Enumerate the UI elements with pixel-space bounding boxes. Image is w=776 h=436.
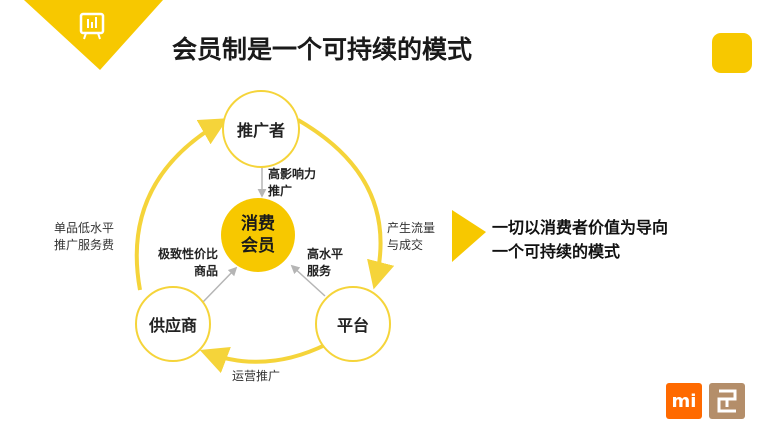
label-platform-to-supplier: 运营推广 <box>232 369 281 383</box>
node-consumer-member: 消费 会员 <box>221 198 295 272</box>
slogan-line1: 一切以消费者价值为导向 <box>492 218 669 237</box>
page-title: 会员制是一个可持续的模式 <box>172 35 473 64</box>
node-platform-label: 平台 <box>336 316 369 335</box>
node-promoter-label: 推广者 <box>236 121 285 140</box>
label-supplier-to-member: 极致性价比 商品 <box>157 247 218 278</box>
cycle-arrow-supplier-to-promoter <box>134 118 228 291</box>
slogan-arrow <box>452 210 486 262</box>
brand-logo-bottom-right <box>709 383 745 419</box>
slogan-line2: 一个可持续的模式 <box>492 242 621 261</box>
arrow-supplier-to-member <box>202 266 238 303</box>
node-supplier-label: 供应商 <box>148 316 197 335</box>
node-platform: 平台 <box>315 286 391 362</box>
cycle-arrow-platform-to-supplier <box>199 342 328 374</box>
label-promoter-to-member: 高影响力 推广 <box>268 167 317 198</box>
label-supplier-to-promoter: 单品低水平 推广服务费 <box>54 221 115 252</box>
node-promoter: 推广者 <box>222 90 300 168</box>
label-platform-to-member: 高水平 服务 <box>307 247 344 278</box>
label-promoter-to-platform: 产生流量 与成交 <box>387 221 436 252</box>
arrow-platform-to-member <box>290 264 326 297</box>
center-line2: 会员 <box>241 236 275 256</box>
slogan: 一切以消费者价值为导向 一个可持续的模式 <box>492 216 668 264</box>
brand-glyph-icon <box>717 389 737 413</box>
presentation-board-icon <box>79 12 105 40</box>
header-tab <box>24 0 163 70</box>
node-supplier: 供应商 <box>135 286 211 362</box>
center-line1: 消费 <box>241 214 275 234</box>
brand-logo-top-right <box>712 33 752 73</box>
cycle-arrow-promoter-to-platform <box>296 118 395 290</box>
mi-logo: mi <box>666 383 702 419</box>
